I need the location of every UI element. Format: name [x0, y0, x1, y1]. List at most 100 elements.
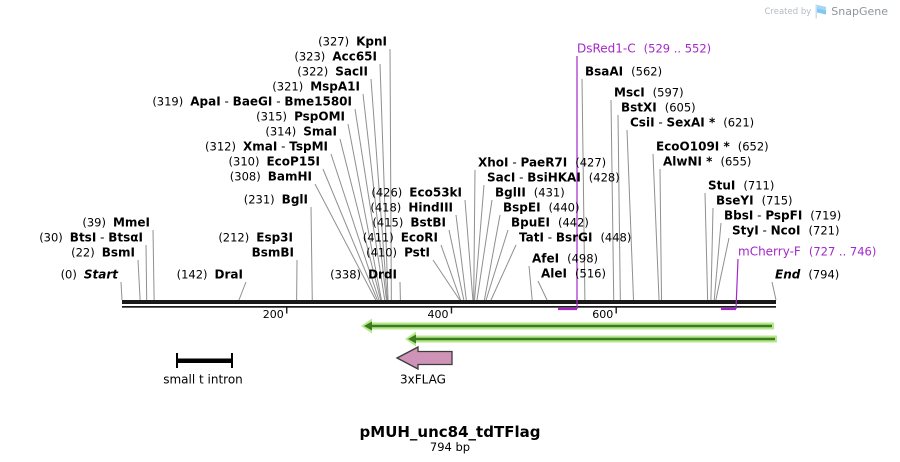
label-text: TspMI	[289, 139, 328, 154]
label-ecoo109i[interactable]: EcoO109I *(652)	[656, 140, 769, 154]
label-text: mCherry-F	[738, 244, 801, 259]
green-arrow-core-2	[408, 334, 775, 344]
label-text: (440)	[548, 200, 580, 215]
label-text: PstI	[404, 245, 430, 260]
label-styi-ncoi[interactable]: StyI - NcoI(721)	[732, 223, 840, 238]
label-text: BtsI	[69, 230, 97, 245]
label-bseyi[interactable]: BseYI(715)	[716, 194, 793, 208]
label-bsmi[interactable]: (22) BsmI	[71, 245, 135, 260]
label-ecop15i[interactable]: (310) EcoP15I	[228, 154, 320, 169]
label-text: Acc65I	[332, 49, 377, 64]
label-msci[interactable]: MscI(597)	[614, 86, 684, 100]
label-acc65i[interactable]: (323)Acc65I	[294, 49, 377, 64]
leader-line-bpuei	[485, 229, 509, 301]
label-bglii[interactable]: BglII(431)	[495, 186, 565, 200]
label-esp3i[interactable]: (212)Esp3I	[218, 231, 293, 245]
label-pspomi[interactable]: (315) PspOMI	[256, 109, 345, 124]
label-psti[interactable]: (410) PstI	[366, 245, 430, 260]
label-text: BsmBI	[251, 245, 294, 260]
label-stui[interactable]: StuI(711)	[708, 179, 774, 193]
label-text: PspOMI	[294, 109, 345, 124]
label-text: (22)	[71, 245, 95, 260]
label-bstxi[interactable]: BstXI(605)	[621, 101, 696, 115]
label-mmei[interactable]: (39)MmeI	[82, 216, 150, 230]
label-csii-sexai[interactable]: CsiI - SexAI *(621)	[630, 115, 755, 130]
label-bspei[interactable]: BspEI (440)	[503, 200, 580, 215]
leader-line-btsi-bts-i	[145, 244, 148, 301]
intron-bar[interactable]	[177, 358, 232, 364]
label-text: (621)	[723, 115, 755, 130]
label-3xflag: 3xFLAG	[400, 372, 446, 387]
label-xmai-tspmi[interactable]: (312)XmaI - TspMI	[205, 139, 328, 154]
feature-arrow-3xflag[interactable]	[395, 345, 453, 371]
label-text: (410)	[366, 245, 398, 260]
leader-line-eco53ki	[464, 199, 474, 301]
label-text: BsmI	[101, 245, 135, 260]
label-mspa1i[interactable]: (321)MspA1I	[272, 79, 360, 94]
label-text: StyI	[732, 223, 759, 238]
label-drdi[interactable]: (338)DrdI	[330, 268, 397, 282]
leader-line-pspomi	[347, 123, 382, 301]
label-text: -	[220, 94, 233, 109]
label-text: -	[277, 139, 290, 154]
label-text: CsiI	[630, 115, 655, 130]
label-bsaai[interactable]: BsaAI(562)	[585, 65, 662, 79]
label-text: BspEI	[503, 200, 541, 215]
label-bpuei[interactable]: BpuEI(442)	[511, 216, 589, 230]
leader-line-smai	[339, 138, 382, 301]
label-sacii[interactable]: (322)SacII	[297, 65, 368, 79]
label-bstbi[interactable]: (415)BstBI	[372, 215, 446, 230]
label-alei[interactable]: AleI(516)	[541, 266, 606, 281]
label-eco53ki[interactable]: (426)Eco53kI	[371, 185, 462, 200]
label-hindiii[interactable]: (418)HindIII	[370, 200, 453, 215]
label-tati-bsrgi[interactable]: TatI - BsrGI(448)	[519, 230, 631, 245]
snapgene-brand-text: SnapGene	[831, 5, 888, 18]
snapgene-watermark: Created by SnapGene	[765, 4, 888, 19]
leader-line-bsmi	[137, 259, 141, 301]
label-btsi-bts-i[interactable]: (30)BtsI - BtsαI	[39, 230, 143, 245]
label-text: ApaI	[190, 94, 221, 109]
label-dsred1-c[interactable]: DsRed1-C(529 .. 552)	[577, 42, 711, 56]
label-text: AfeI	[532, 251, 560, 266]
label-apai-baegi-bme1580i[interactable]: (319)ApaI - BaeGI - Bme1580I	[152, 94, 352, 109]
label-text: (721)	[808, 223, 840, 238]
label-text: MspA1I	[310, 79, 360, 94]
label-saci-bsihkai[interactable]: SacI - BsiHKAI(428)	[487, 171, 620, 185]
label-text: Eco53kI	[409, 185, 462, 200]
leader-line-acc65i	[379, 63, 389, 301]
primer-leader-mcherry-f	[735, 258, 739, 310]
leader-line-psti	[432, 259, 461, 301]
label-text: SmaI	[303, 124, 337, 139]
label-text: EcoP15I	[266, 154, 320, 169]
label-afei[interactable]: AfeI(498)	[532, 251, 598, 266]
label-alwni[interactable]: AlwNI *(655)	[663, 155, 751, 169]
label-text: HindIII	[408, 200, 453, 215]
label-text: (315)	[256, 109, 288, 124]
leader-line-end	[771, 281, 777, 301]
label-text: (310)	[228, 154, 260, 169]
label-xhoi-paer7i[interactable]: XhoI - PaeR7I(427)	[478, 155, 606, 170]
leader-line-ecori	[440, 244, 462, 301]
label-bamhi[interactable]: (308)BamHI	[230, 170, 312, 184]
label-text: -	[508, 155, 521, 170]
label-ecori[interactable]: (411)EcoRI	[362, 230, 438, 245]
label-bgli[interactable]: (231)BglI	[244, 193, 308, 207]
label-kpni[interactable]: (327)KpnI	[318, 34, 387, 49]
label-bsmbi[interactable]: BsmBI	[251, 245, 294, 260]
label-text: (411)	[362, 230, 394, 245]
label-smai[interactable]: (314)SmaI	[265, 124, 337, 139]
leader-line-mspa1i	[362, 93, 387, 301]
label-text: (415)	[372, 215, 404, 230]
leader-line-alwni	[659, 168, 663, 301]
label-text: AleI	[541, 266, 568, 281]
label-text: BsrGI	[555, 230, 593, 245]
label-drai[interactable]: (142)DraI	[177, 268, 243, 282]
label-bbsi-pspfi[interactable]: BbsI - PspFI(719)	[724, 209, 841, 223]
label-text: KpnI	[356, 34, 387, 49]
leader-line-bseyi	[710, 207, 714, 301]
label-text: Start	[83, 267, 118, 282]
label-mcherry-f[interactable]: mCherry-F(727 .. 746)	[738, 244, 876, 259]
label-text: 3xFLAG	[400, 372, 446, 387]
intron-bar-left-cap	[176, 353, 178, 368]
